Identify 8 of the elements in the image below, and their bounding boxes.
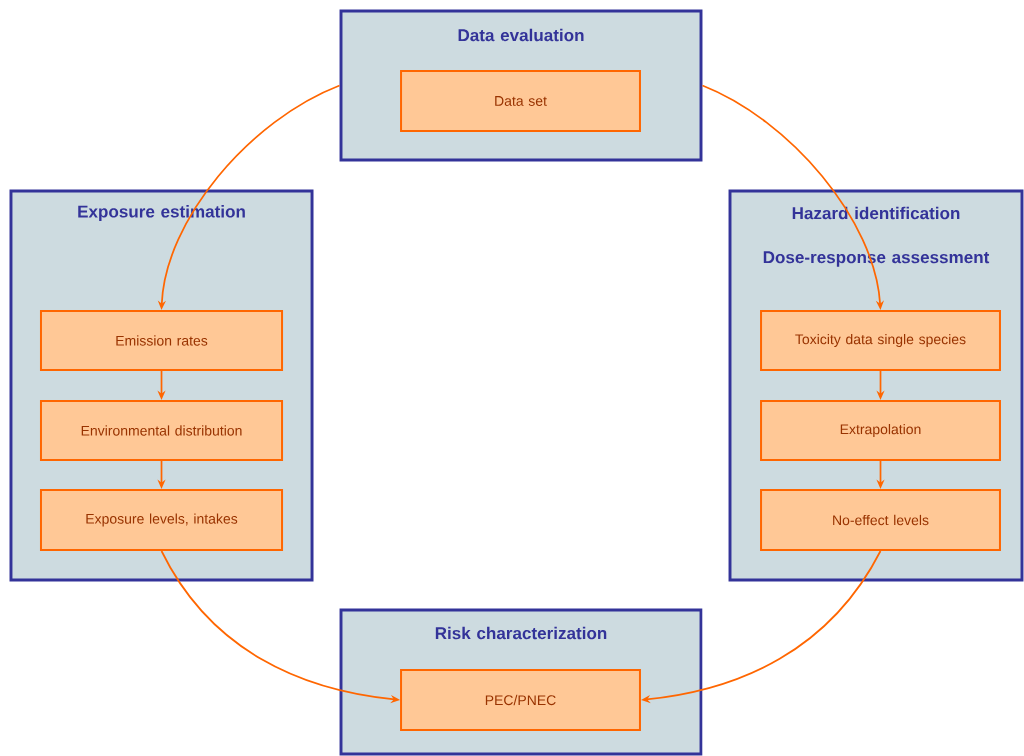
process-box: Data set (400, 70, 641, 132)
process-box: Extrapolation (760, 400, 1001, 461)
process-box: PEC/PNEC (400, 669, 641, 731)
process-box: Environmental distribution (39, 400, 284, 461)
process-box: Exposure levels, intakes (39, 489, 284, 551)
process-box: No-effect levels (760, 489, 1001, 551)
process-box: Toxicity data single species (760, 310, 1001, 371)
process-box: Emission rates (39, 310, 284, 371)
